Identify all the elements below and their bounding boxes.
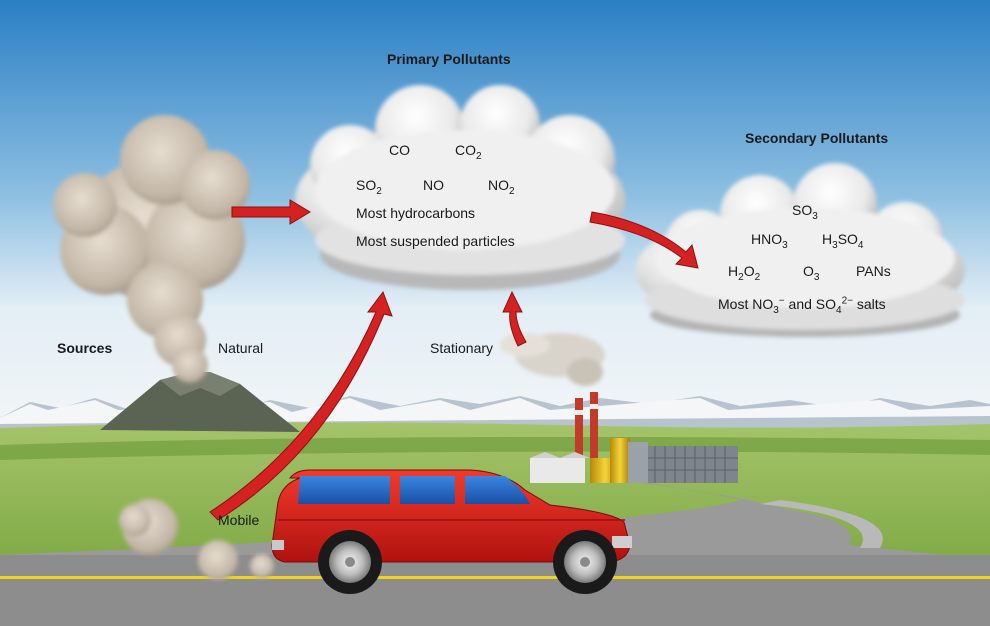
secondary-so3: SO3 — [792, 202, 818, 222]
volcano-smoke — [53, 115, 250, 383]
secondary-o3: O3 — [803, 263, 820, 283]
natural-source-label: Natural — [218, 340, 264, 356]
secondary-h3so4: H3SO4 — [822, 231, 864, 251]
primary-co: CO — [389, 142, 410, 158]
primary-particles: Most suspended particles — [356, 233, 515, 249]
mobile-source-label: Mobile — [218, 512, 260, 528]
stationary-source-label: Stationary — [430, 340, 494, 356]
secondary-pollutant-cloud — [635, 163, 965, 337]
secondary-hno3: HNO3 — [751, 231, 788, 251]
car-icon — [271, 469, 632, 594]
primary-no: NO — [423, 177, 444, 193]
primary-so2: SO2 — [356, 177, 382, 197]
primary-hydrocarbons: Most hydrocarbons — [356, 205, 476, 221]
arrow-icon — [209, 199, 699, 521]
primary-co2: CO2 — [455, 142, 482, 162]
secondary-pollutants-title: Secondary Pollutants — [745, 130, 889, 146]
primary-pollutant-cloud — [295, 85, 625, 290]
secondary-h2o2: H2O2 — [728, 263, 761, 283]
factory-icon — [530, 392, 738, 483]
sources-title: Sources — [57, 340, 113, 356]
secondary-pans: PANs — [856, 263, 891, 279]
exhaust-smoke — [119, 499, 274, 580]
primary-pollutants-title: Primary Pollutants — [387, 51, 511, 67]
primary-no2: NO2 — [488, 177, 515, 197]
factory-smoke — [500, 333, 605, 386]
secondary-salts: Most NO3− and SO42− salts — [718, 295, 886, 316]
